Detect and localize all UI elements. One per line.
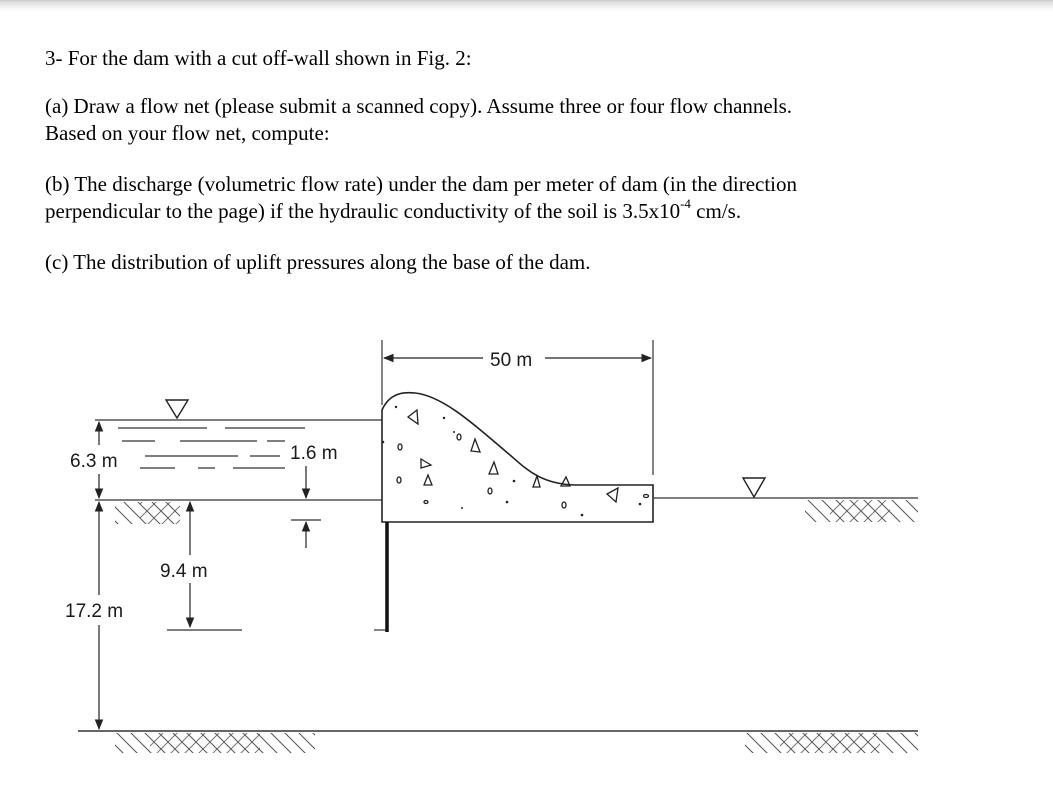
label-layer-thickness: 17.2 m — [65, 601, 123, 622]
question-title: 3- For the dam with a cut off-wall shown… — [45, 46, 472, 70]
part-b-line1: (b) The discharge (volumetric flow rate)… — [45, 172, 798, 196]
dim-dam-width: 50 m — [381, 340, 654, 475]
question-part-b: (b) The discharge (volumetric flow rate)… — [45, 171, 797, 225]
viewer-top-shadow — [0, 0, 1053, 12]
upstream-water — [95, 399, 382, 469]
concrete-dam — [381, 391, 654, 523]
label-upstream-depth: 6.3 m — [70, 451, 118, 472]
label-dam-width: 50 m — [490, 350, 532, 371]
dim-cutoff-top: 1.6 m — [290, 443, 338, 548]
label-cutoff-depth: 9.4 m — [160, 561, 208, 582]
dim-layer-thickness: 17.2 m — [65, 500, 123, 731]
dim-upstream-depth: 6.3 m — [70, 420, 118, 500]
dim-cutoff-depth: 9.4 m — [160, 500, 242, 631]
question-part-c: (c) The distribution of uplift pressures… — [45, 250, 591, 274]
part-b-line2: perpendicular to the page) if the hydrau… — [45, 196, 797, 225]
upstream-water-level-icon — [164, 399, 190, 420]
part-a-line2: Based on your flow net, compute: — [45, 121, 330, 145]
label-cutoff-top: 1.6 m — [290, 443, 338, 464]
part-b-line2-prefix: perpendicular to the page) if the hydrau… — [45, 199, 681, 223]
part-a-line1: (a) Draw a flow net (please submit a sca… — [45, 94, 792, 118]
conductivity-exponent: -4 — [680, 196, 691, 211]
part-b-line2-suffix: cm/s. — [690, 199, 742, 223]
downstream-water-level-icon — [741, 477, 767, 499]
question-part-a: (a) Draw a flow net (please submit a sca… — [45, 93, 792, 147]
